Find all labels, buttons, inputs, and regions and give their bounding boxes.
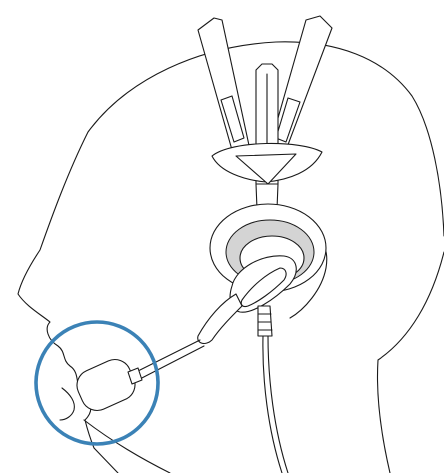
headband-right-slider [270,16,332,154]
neck-line [378,252,444,473]
headband-pivot [212,143,322,184]
microphone-capsule [72,354,142,415]
headband-left-slider [198,18,250,156]
jaw-line [84,420,170,473]
headset-cable [258,306,288,473]
mic-boom-arm [132,294,242,381]
mouth-line [60,388,74,420]
